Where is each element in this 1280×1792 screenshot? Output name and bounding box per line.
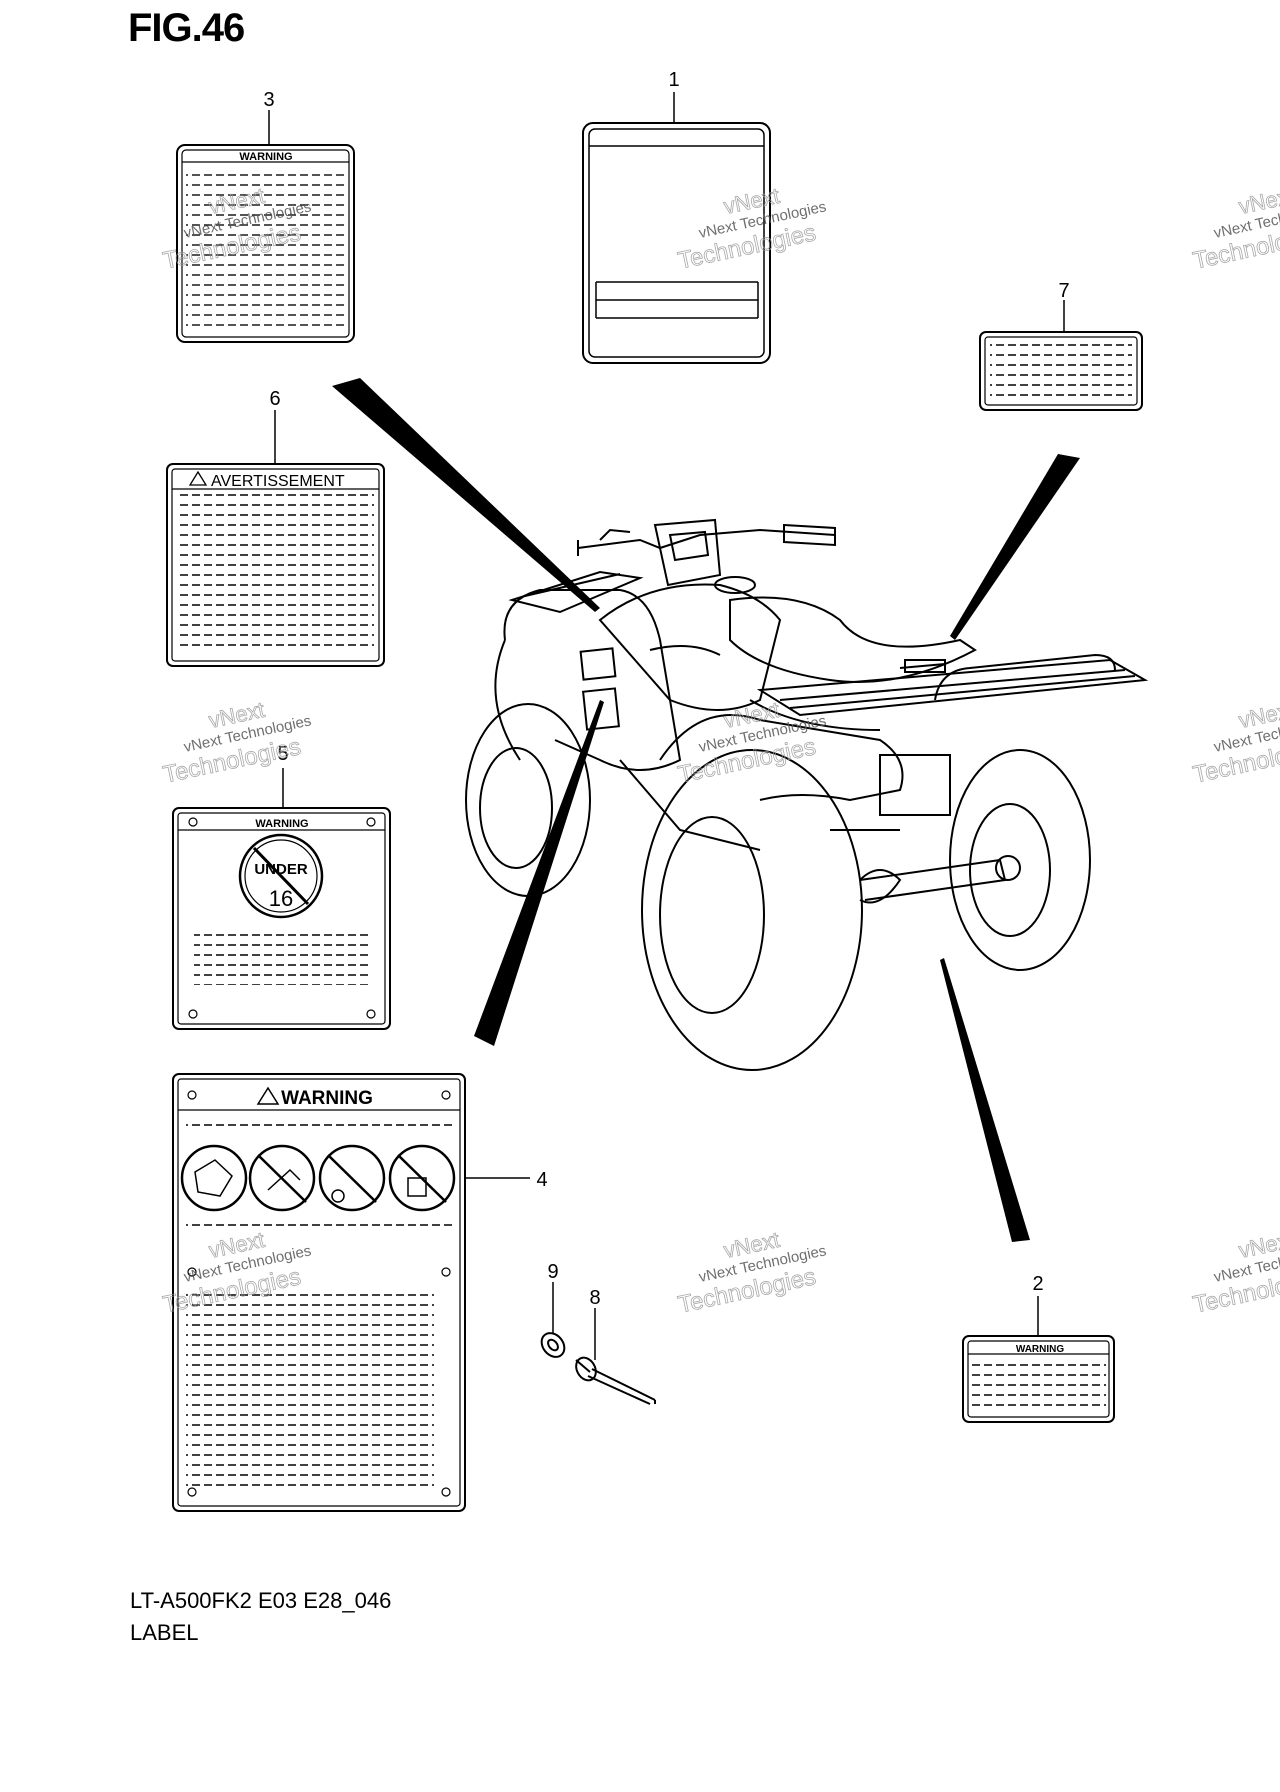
callout-9: 9 (547, 1261, 558, 1283)
pictogram-3-icon (318, 1144, 386, 1212)
rivet-part (575, 1356, 656, 1405)
figure-title: FIG.46 (128, 6, 245, 50)
label-3-warning-text: WARNING (239, 151, 292, 163)
label-5-warning-text: WARNING (255, 818, 308, 830)
callout-3: 3 (263, 89, 274, 111)
under-age-text: 16 (269, 886, 293, 911)
callout-6: 6 (269, 388, 280, 410)
no-under-16-icon (238, 833, 324, 919)
callout-8: 8 (589, 1287, 600, 1309)
pictogram-1-icon (180, 1144, 248, 1212)
callout-2: 2 (1032, 1273, 1043, 1295)
pointer-wedges (332, 378, 1080, 1242)
alert-triangle-icon (256, 1086, 280, 1105)
label-3: WARNING (176, 144, 355, 343)
label-4-warning-text: WARNING (281, 1088, 373, 1109)
callout-5: 5 (277, 743, 288, 765)
pictogram-2-icon (248, 1144, 316, 1212)
label-1 (582, 122, 771, 364)
label-7 (979, 331, 1143, 411)
label-4: WARNING (172, 1073, 466, 1512)
pictogram-4-icon (388, 1144, 456, 1212)
label-6-avertissement-text: AVERTISSEMENT (211, 473, 345, 490)
callout-7: 7 (1058, 280, 1069, 302)
model-code-caption: LT-A500FK2 E03 E28_046 (130, 1588, 392, 1613)
callout-4: 4 (536, 1169, 547, 1191)
washer-part (540, 1332, 566, 1358)
atv-illustration (465, 518, 1149, 1071)
callout-numbers: 1 2 3 4 5 6 7 8 9 (263, 69, 1069, 1309)
alert-triangle-icon (188, 470, 208, 486)
label-2-warning-text: WARNING (1016, 1344, 1065, 1355)
label-2: WARNING (962, 1335, 1115, 1423)
leader-lines (268, 92, 1065, 1360)
label-5: WARNING UNDER 16 (172, 807, 391, 1030)
under-text: UNDER (254, 861, 308, 878)
part-group-caption: LABEL (130, 1620, 199, 1645)
label-6: AVERTISSEMENT (166, 463, 385, 667)
callout-1: 1 (668, 69, 679, 91)
